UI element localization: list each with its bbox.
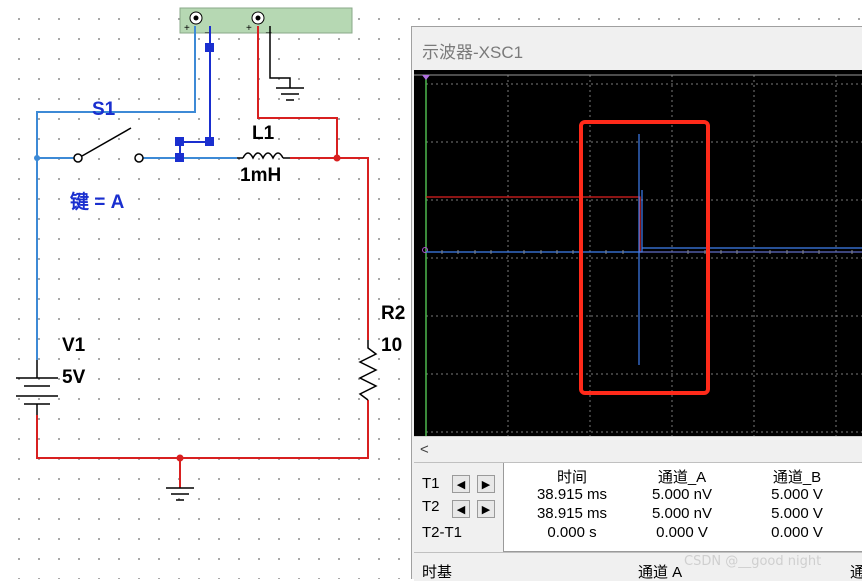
t2-label: T2	[422, 498, 440, 515]
t1-label: T1	[422, 475, 440, 492]
oscilloscope-display	[414, 74, 862, 436]
battery-v1-symbol[interactable]	[16, 360, 58, 415]
t1-time: 38.915 ms	[536, 486, 608, 503]
highlight-box	[579, 120, 710, 395]
source-value-label: 5V	[62, 367, 86, 388]
resistor-name-label: R2	[381, 303, 406, 324]
channel-a-settings-label: 通道 A	[638, 564, 683, 581]
t2-time: 38.915 ms	[536, 505, 608, 522]
delta-time: 0.000 s	[547, 524, 597, 541]
xsc-symbol[interactable]	[179, 7, 353, 34]
wire-red[interactable]	[36, 26, 369, 488]
delta-channel-b: 0.000 V	[771, 524, 823, 541]
junction-bottom[interactable]	[176, 454, 184, 462]
t1-channel-b: 5.000 V	[771, 486, 823, 503]
ground-top-icon[interactable]	[269, 26, 304, 101]
xsc-plus-a: +	[184, 23, 190, 34]
resistor-r2-symbol[interactable]	[358, 340, 378, 401]
probe-node-1[interactable]	[205, 43, 214, 52]
inductor-value-label: 1mH	[240, 165, 282, 186]
switch-s1-symbol[interactable]	[73, 127, 144, 163]
channel-b-settings-label: 通	[850, 564, 862, 581]
channel-a-trace	[426, 134, 862, 365]
t1-left-arrow-icon[interactable]: ◀	[452, 475, 470, 493]
cursor-readout-panel: T1 T2 T2-T1 ◀ ▶ ◀ ▶ 时间 通道_A 通道_B 38.915 …	[414, 462, 862, 553]
timebase-label: 时基	[422, 564, 453, 581]
xsc-plus-b: +	[246, 23, 252, 34]
xsc-minus-a: _	[204, 23, 211, 34]
delta-channel-a: 0.000 V	[656, 524, 708, 541]
switch-name-label: S1	[92, 99, 116, 120]
scroll-left-icon[interactable]: <	[420, 441, 429, 458]
inductor-l1-symbol[interactable]	[237, 152, 290, 160]
xsc-terminal-a-inner-icon	[193, 15, 199, 21]
oscilloscope-screen[interactable]	[414, 70, 862, 436]
xsc-minus-b: _	[265, 23, 272, 34]
header-channel-a: 通道_A	[657, 469, 707, 486]
cursor-t1-marker-icon[interactable]	[422, 75, 430, 80]
t2-channel-a: 5.000 nV	[651, 505, 713, 522]
channel-b-trace	[426, 196, 862, 253]
source-name-label: V1	[62, 335, 86, 356]
header-time: 时间	[556, 469, 587, 486]
header-channel-b: 通道_B	[772, 469, 822, 486]
t2-left-arrow-icon[interactable]: ◀	[452, 500, 470, 518]
switch-key-label: 键 = A	[70, 192, 125, 213]
cursor-readout-table: 时间 通道_A 通道_B 38.915 ms 5.000 nV 5.000 V …	[503, 463, 862, 552]
horizontal-scrollbar[interactable]: <	[414, 436, 862, 463]
center-axis-ticks	[441, 250, 853, 254]
resistor-value-label: 10	[381, 335, 403, 356]
probe-node-2[interactable]	[205, 137, 214, 146]
watermark: CSDN @__good night	[684, 554, 822, 569]
settings-footer: 时基 通道 A 通	[414, 552, 862, 581]
junction-l1-right[interactable]	[333, 154, 341, 162]
screen-grid	[426, 75, 862, 436]
inductor-name-label: L1	[252, 123, 275, 144]
oscilloscope-window[interactable]: 示波器-XSC1	[411, 26, 862, 581]
wire-blue[interactable]	[36, 26, 237, 360]
t2-t1-label: T2-T1	[422, 524, 463, 541]
t1-right-arrow-icon[interactable]: ▶	[477, 475, 495, 493]
probe-node-4[interactable]	[175, 153, 184, 162]
t1-channel-a: 5.000 nV	[651, 486, 713, 503]
t2-right-arrow-icon[interactable]: ▶	[477, 500, 495, 518]
oscilloscope-title[interactable]: 示波器-XSC1	[422, 43, 524, 62]
probe-node-3[interactable]	[175, 137, 184, 146]
ground-bottom-icon[interactable]	[166, 487, 194, 501]
trigger-marker-icon	[422, 247, 428, 253]
probe-wire-a[interactable]	[179, 26, 211, 158]
t2-channel-b: 5.000 V	[771, 505, 823, 522]
xsc-terminal-b-inner-icon	[255, 15, 261, 21]
junction-left[interactable]	[34, 155, 40, 161]
